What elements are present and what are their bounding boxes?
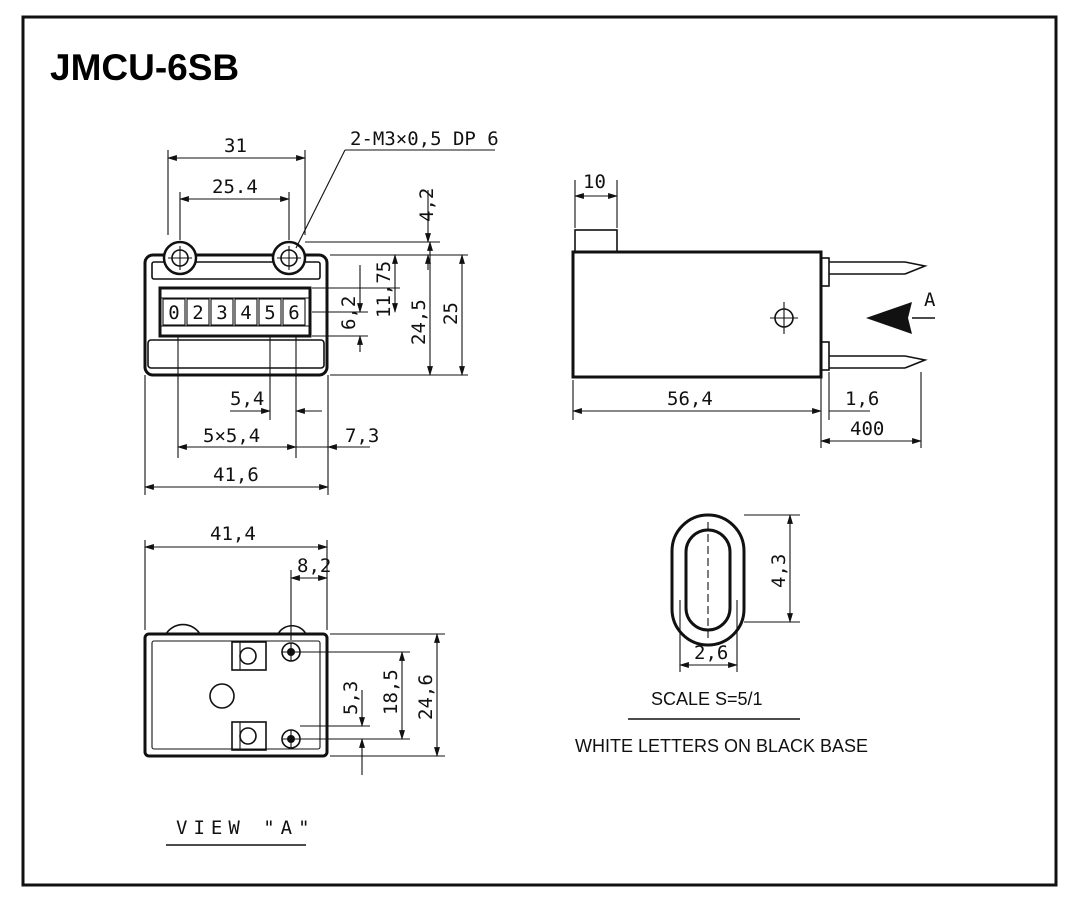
view-a-caption: VIEW "A" (176, 817, 316, 839)
dim-24-5: 24,5 (408, 299, 430, 345)
dim-18-5: 18,5 (380, 669, 402, 715)
digit-cell (162, 298, 186, 326)
arrow-label-a: A (924, 289, 936, 311)
side-boss (574, 229, 618, 253)
dim-hole-spec: 2-M3×0,5 DP 6 (350, 128, 499, 150)
front-body (143, 253, 329, 377)
digit-label: 0 (168, 302, 179, 324)
digit-cell (186, 298, 210, 326)
digit-label: 4 (240, 302, 251, 324)
digit-cell (210, 298, 234, 326)
dim-1-6: 1,6 (845, 388, 879, 410)
dim-7-3: 7,3 (345, 425, 379, 447)
dim-8-2: 8,2 (297, 555, 331, 577)
dim-25-4: 25.4 (212, 176, 258, 198)
view-arrow (866, 302, 912, 334)
dim-31: 31 (224, 135, 247, 157)
digit-detail: 4,3 2,6 SCALE S=5/1 WHITE LETTERS ON BLA… (575, 513, 868, 756)
digit-label: 2 (192, 302, 203, 324)
color-note: WHITE LETTERS ON BLACK BASE (575, 736, 868, 756)
digit-window (158, 286, 312, 338)
digit-cell (258, 298, 282, 326)
digit-detail-outer (670, 513, 746, 647)
dim-10: 10 (583, 171, 606, 193)
digit-label: 3 (216, 302, 227, 324)
dim-4-3: 4,3 (768, 554, 790, 588)
digit-label: 5 (264, 302, 275, 324)
digit-cell (282, 298, 306, 326)
drawing-title: JMCU-6SB (50, 47, 239, 88)
center-hole (209, 683, 235, 709)
dim-2-6: 2,6 (694, 642, 728, 664)
dim-5x5-4: 5×5,4 (203, 425, 260, 447)
dim-5-4: 5,4 (230, 388, 264, 410)
drawing-frame (21, 15, 1058, 887)
side-body (571, 250, 823, 379)
dim-41-6: 41,6 (213, 464, 259, 486)
dim-25: 25 (440, 302, 462, 325)
digit-label: 6 (288, 302, 299, 324)
dim-41-4: 41,4 (210, 523, 256, 545)
dim-5-3: 5,3 (340, 681, 362, 715)
dim-6-2: 6,2 (338, 296, 360, 330)
view-a-body (143, 632, 329, 758)
digit-cell (234, 298, 258, 326)
dim-400: 400 (850, 418, 884, 440)
dim-11-75: 11,75 (373, 261, 395, 318)
side-view: A 10 56,4 1,6 400 (571, 171, 936, 448)
dim-56-4: 56,4 (667, 388, 713, 410)
dim-24-6: 24,6 (415, 674, 437, 720)
dim-4-2: 4,2 (416, 188, 438, 222)
view-a: 41,4 8,2 5,3 18,5 24,6 VIEW "A" (143, 523, 445, 846)
scale-label: SCALE S=5/1 (651, 689, 763, 709)
